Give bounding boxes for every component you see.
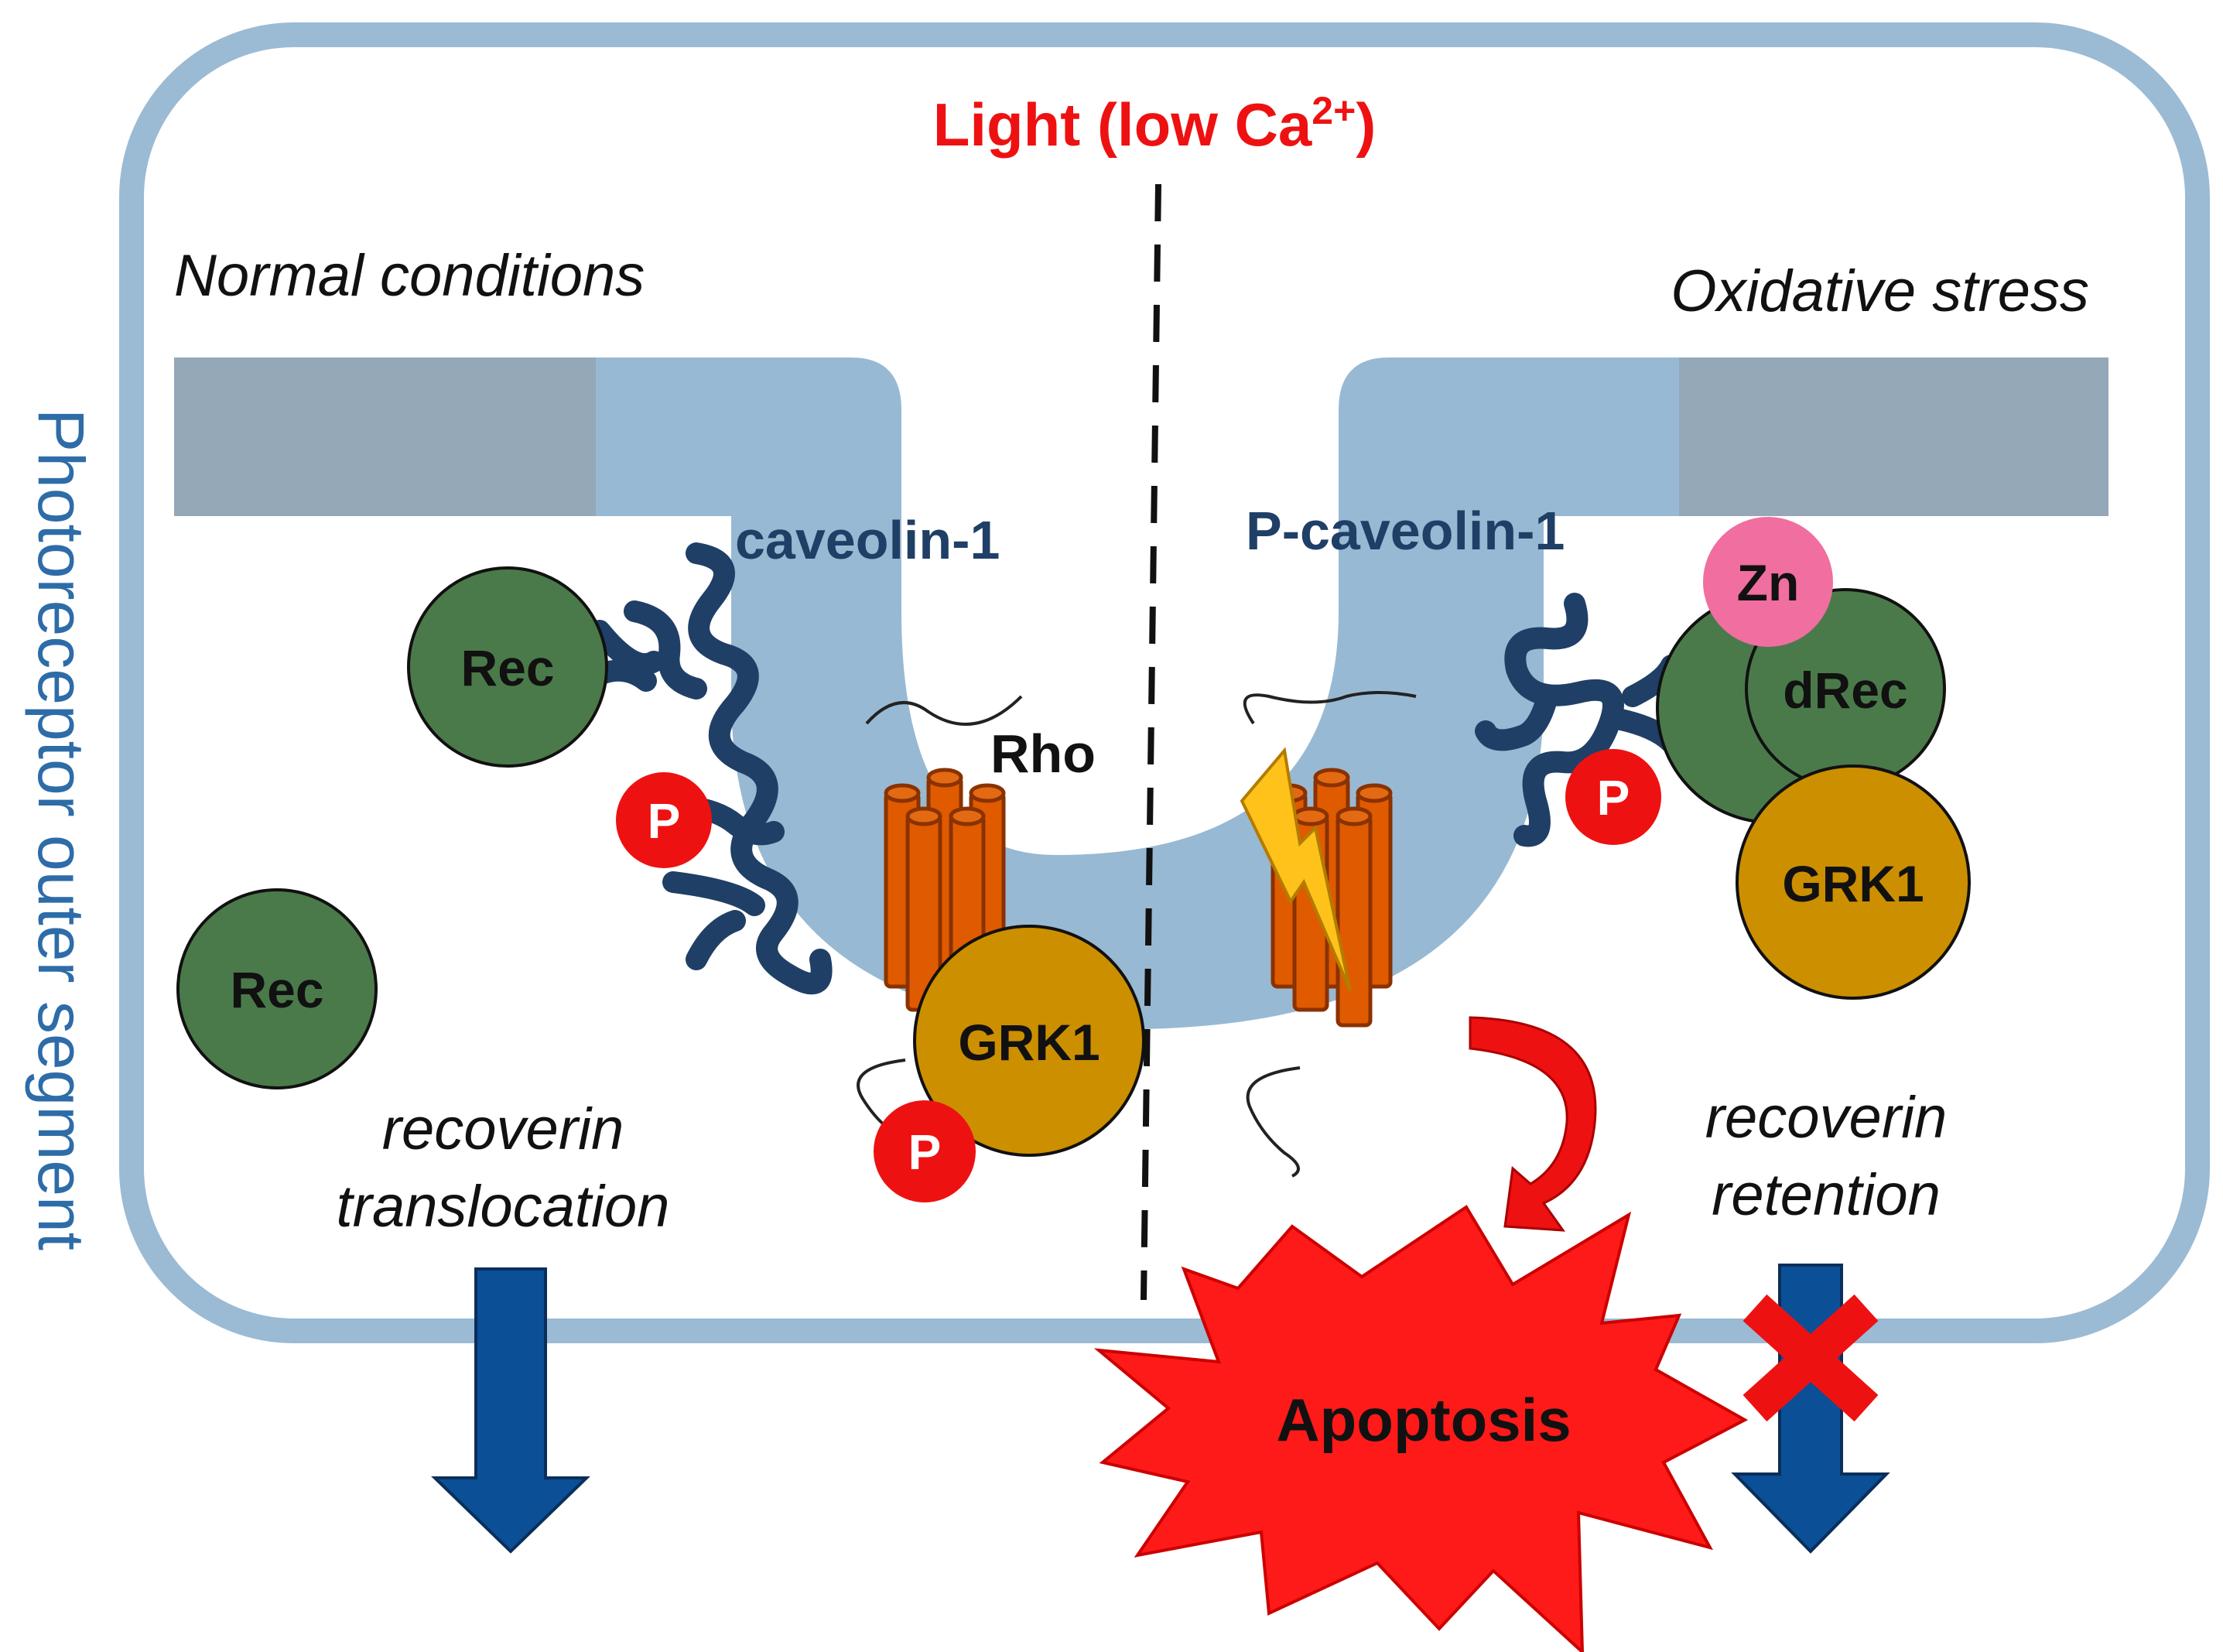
condition-divider xyxy=(1141,183,1161,1301)
grk1-left-label: GRK1 xyxy=(958,1014,1100,1071)
phospho-caveolin-label: P xyxy=(648,793,681,849)
phospho-caveolin-badge xyxy=(616,772,712,868)
disc-membrane-right xyxy=(1679,357,2108,516)
caveola-invagination xyxy=(596,357,1679,1029)
rho-label: Rho xyxy=(990,723,1096,784)
rhodopsin-n-tail-right xyxy=(1243,691,1417,725)
zn-circle xyxy=(1703,517,1833,647)
retention-line1: recoverin xyxy=(1705,1085,1948,1151)
recoverin-bound-circle xyxy=(407,566,608,768)
drec-label: dRec xyxy=(1783,662,1907,719)
grk1-right-circle xyxy=(1736,764,1971,1000)
rhodopsin-c-tail-right xyxy=(1246,1066,1301,1178)
phospho-rhodopsin-label: P xyxy=(908,1124,942,1180)
side-label: Photoreceptor outer segment xyxy=(25,409,97,1250)
grk1-right-label: GRK1 xyxy=(1782,855,1924,912)
apoptosis-burst xyxy=(1093,1205,1749,1652)
disc-membrane-left xyxy=(174,357,607,516)
phospho-p-caveolin-badge xyxy=(1565,749,1661,845)
translocation-arrow xyxy=(431,1267,590,1554)
oxidative-lightning-icon xyxy=(1240,747,1352,991)
translocation-line2: translocation xyxy=(337,1174,670,1240)
light-label: Light (low Ca2+) xyxy=(933,89,1377,159)
rhodopsin-n-tail-left xyxy=(865,695,1023,726)
grk1-left-circle xyxy=(913,925,1145,1157)
apoptosis-curved-arrow xyxy=(1469,1016,1597,1232)
caveolin-1-label: caveolin-1 xyxy=(735,510,1000,570)
oxidative-stress-label: Oxidative stress xyxy=(1671,258,2089,324)
zn-label: Zn xyxy=(1737,554,1800,611)
recoverin-bound-label: Rec xyxy=(460,639,554,696)
apoptosis-label: Apoptosis xyxy=(1276,1386,1571,1454)
retention-line2: retention xyxy=(1712,1162,1941,1228)
phospho-rhodopsin-badge xyxy=(874,1100,976,1202)
retention-arrow xyxy=(1731,1264,1890,1554)
normal-conditions-label: Normal conditions xyxy=(174,243,645,309)
phospho-p-caveolin-label: P xyxy=(1597,770,1630,826)
p-caveolin-1-label: P-caveolin-1 xyxy=(1246,501,1565,561)
translocation-line1: recoverin xyxy=(382,1096,624,1162)
blocked-cross-icon xyxy=(1742,1294,1879,1422)
recoverin-free-label: Rec xyxy=(230,961,323,1018)
recoverin-free-circle xyxy=(176,888,378,1089)
